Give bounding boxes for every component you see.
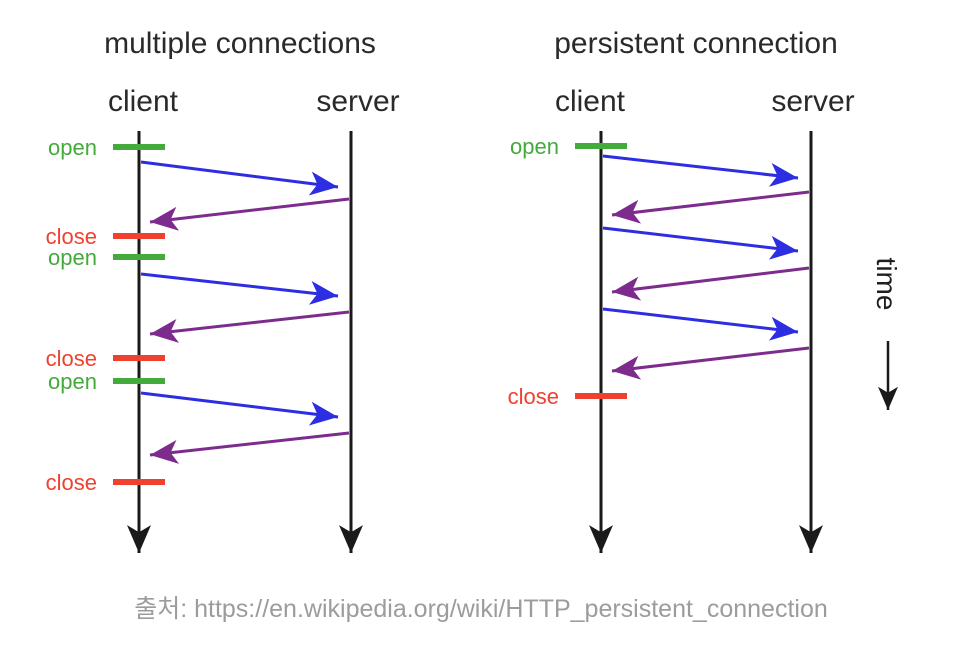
response-arrow (611, 346, 810, 380)
left-server-label: server (316, 85, 400, 118)
close-label: close (508, 384, 559, 409)
response-arrow (149, 197, 350, 231)
close-label: close (46, 224, 97, 249)
open-label: open (48, 135, 97, 160)
left-client-label: client (107, 85, 179, 118)
close-label: close (46, 470, 97, 495)
open-label: open (48, 245, 97, 270)
right-server-label: server (771, 85, 855, 118)
request-arrow (140, 391, 339, 426)
response-arrow (611, 190, 810, 224)
open-label: open (510, 134, 559, 159)
left-diagram-title: multiple connections (104, 27, 376, 60)
response-arrow (149, 310, 350, 343)
right-client-label: client (554, 85, 626, 118)
request-arrow (602, 307, 799, 341)
request-arrow (140, 272, 339, 305)
request-arrow (602, 226, 799, 260)
response-arrow (611, 266, 810, 301)
response-arrow (149, 431, 350, 464)
open-label: open (48, 369, 97, 394)
diagram-persistent-connection: open close (508, 131, 823, 553)
source-caption: 출처: https://en.wikipedia.org/wiki/HTTP_p… (134, 595, 828, 623)
time-axis-label: time (871, 257, 902, 311)
request-arrow (602, 154, 799, 187)
request-arrow (140, 160, 339, 196)
right-diagram-title: persistent connection (554, 27, 838, 60)
close-label: close (46, 346, 97, 371)
